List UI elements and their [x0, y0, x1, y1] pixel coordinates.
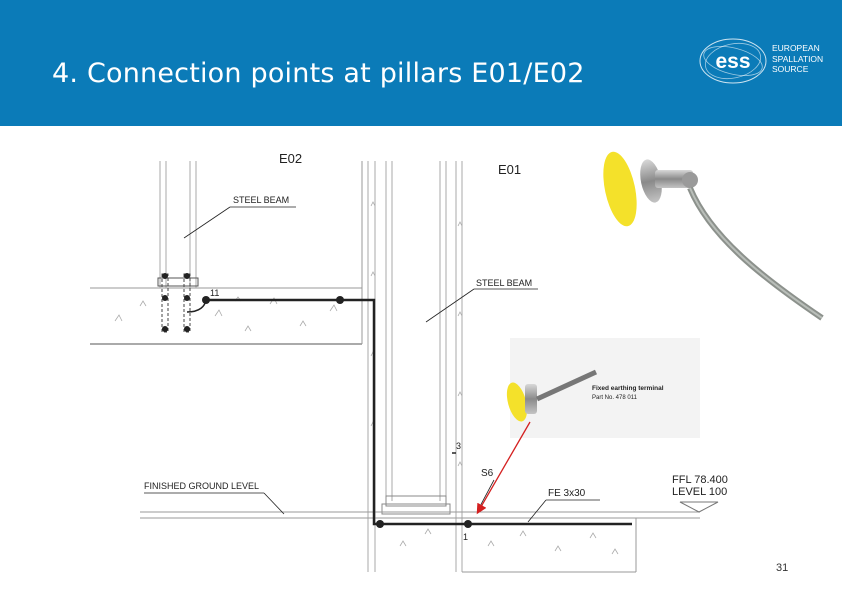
label-s6: S6	[481, 468, 494, 479]
label-steel-beam-left: STEEL BEAM	[233, 195, 289, 205]
terminal-caption-1: Fixed earthing terminal	[592, 385, 664, 392]
page-number: 31	[776, 562, 789, 574]
ess-logo-icon: ess	[699, 38, 767, 84]
terminal-cable-photo	[603, 151, 824, 321]
leader-finished-ground-level-slant	[263, 492, 285, 515]
logo-line-2: SPALLATION	[772, 53, 824, 64]
logo-wordmark: EUROPEAN SPALLATION SOURCE	[772, 43, 823, 75]
leader-steel-beam-right-slant	[425, 288, 475, 323]
leader-s6	[477, 479, 495, 511]
label-e01: E01	[498, 162, 521, 177]
terminal-inset-photo: Fixed earthing terminal Part No. 478 011	[506, 338, 700, 438]
label-fe-conductor: FE 3x30	[548, 488, 586, 499]
leader-steel-beam-left-slant	[183, 206, 231, 239]
technical-drawing: E02 STEEL BEAM E01 STEEL BEAM	[90, 151, 824, 573]
earthing-conductor	[186, 296, 632, 528]
label-e02: E02	[279, 151, 302, 166]
logo-mark: ess	[715, 50, 750, 73]
pillar-e01	[367, 161, 463, 572]
label-point-1: 1	[463, 532, 468, 542]
leader-fe-conductor-slant	[527, 499, 547, 523]
upper-slab	[90, 161, 363, 345]
red-pointer-arrow	[476, 421, 531, 515]
label-point-3: 3	[456, 441, 461, 451]
label-finished-ground-level: FINISHED GROUND LEVEL	[144, 481, 259, 491]
label-point-11: 11	[210, 288, 219, 298]
terminal-caption-2: Part No. 478 011	[592, 395, 638, 401]
label-ffl: FFL 78.400	[672, 474, 728, 486]
logo-line-1: EUROPEAN	[772, 43, 820, 53]
logo-line-3: SOURCE	[772, 64, 809, 74]
label-steel-beam-right: STEEL BEAM	[476, 278, 532, 288]
label-level: LEVEL 100	[672, 486, 727, 498]
slide-title: 4. Connection points at pillars E01/E02	[52, 58, 585, 89]
ground-slab	[140, 511, 700, 573]
level-triangle-icon	[679, 501, 719, 513]
pillar-e02	[157, 161, 199, 333]
header-bar: 4. Connection points at pillars E01/E02 …	[0, 0, 842, 126]
